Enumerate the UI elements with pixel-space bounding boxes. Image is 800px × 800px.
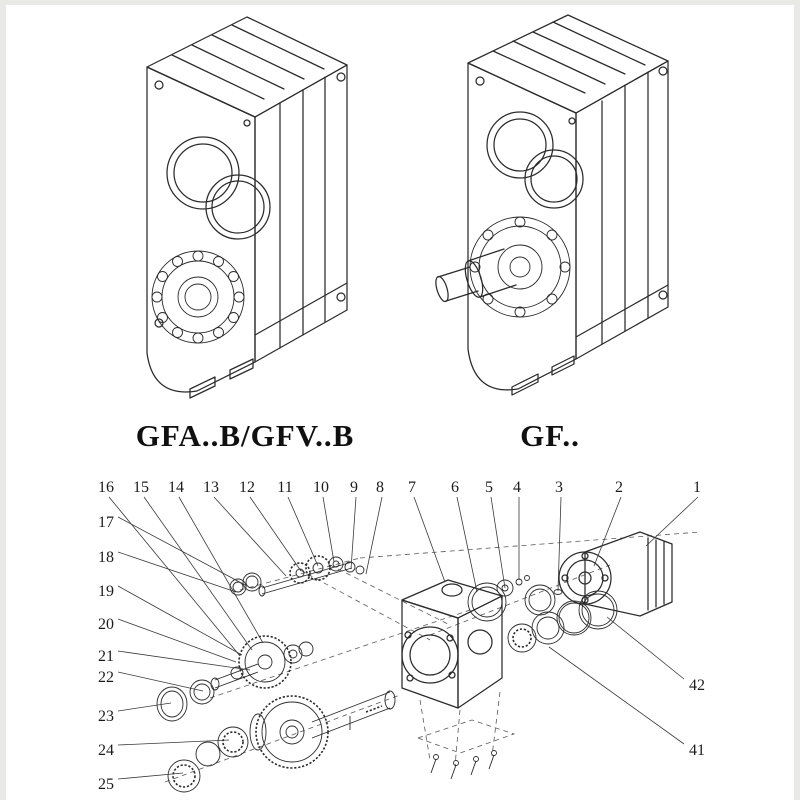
- callout-7: 7: [408, 479, 416, 496]
- callout-6: 6: [451, 479, 459, 496]
- callout-17: 17: [98, 514, 114, 531]
- callouts-top: 16 15 14 13 12 11 10 9 8 7 6 5 4 3 2 1: [98, 479, 701, 496]
- exploded-housing: [401, 579, 503, 709]
- callout-25: 25: [98, 776, 114, 793]
- output-shaft: [435, 248, 517, 303]
- page-edge-left: [0, 0, 6, 800]
- output-flange: [469, 216, 571, 318]
- callout-41: 41: [689, 742, 705, 759]
- callout-2: 2: [615, 479, 623, 496]
- housing-left: [146, 16, 348, 399]
- gearbox-right-svg: [435, 14, 669, 396]
- callout-1: 1: [693, 479, 701, 496]
- callout-15: 15: [133, 479, 149, 496]
- callout-18: 18: [98, 549, 114, 566]
- callout-23: 23: [98, 708, 114, 725]
- callout-3: 3: [555, 479, 563, 496]
- gearbox-left-drawing: [95, 5, 395, 400]
- input-shaft-assembly: [229, 555, 365, 597]
- callout-9: 9: [350, 479, 358, 496]
- callouts-left: 17 18 19 20 21 22 23 24 25: [98, 514, 114, 793]
- callout-5: 5: [485, 479, 493, 496]
- bores-left: [154, 72, 346, 328]
- intermediate-gear-cluster: [156, 635, 314, 722]
- callout-13: 13: [203, 479, 219, 496]
- page-edge-right: [794, 0, 800, 800]
- gearbox-right-drawing: [420, 5, 720, 400]
- model-label-left: GFA..B/GFV..B: [135, 418, 355, 453]
- callout-10: 10: [313, 479, 329, 496]
- bearing-ring-set: [467, 575, 618, 653]
- exploded-view-svg: 16 15 14 13 12 11 10 9 8 7 6 5 4 3 2 1 1…: [98, 479, 705, 793]
- callout-14: 14: [168, 479, 184, 496]
- cover-plate-and-bolts: [416, 719, 516, 780]
- callouts-right: 42 41: [689, 677, 705, 759]
- bottom-bearing-left: [151, 250, 245, 344]
- callout-24: 24: [98, 742, 114, 759]
- callout-20: 20: [98, 616, 114, 633]
- model-label-right: GF..: [520, 418, 580, 453]
- gearbox-left-svg: [146, 16, 348, 399]
- callout-4: 4: [513, 479, 521, 496]
- callout-8: 8: [376, 479, 384, 496]
- exploded-view: 16 15 14 13 12 11 10 9 8 7 6 5 4 3 2 1 1…: [0, 470, 800, 800]
- callout-11: 11: [277, 479, 292, 496]
- page-edge-top: [0, 0, 800, 5]
- callout-16: 16: [98, 479, 114, 496]
- bores-right: [475, 66, 668, 300]
- motor-unit: [558, 531, 673, 617]
- axis-lines: [164, 531, 701, 783]
- leader-lines: [108, 496, 699, 780]
- callout-19: 19: [98, 583, 114, 600]
- callout-42: 42: [689, 677, 705, 694]
- callout-12: 12: [239, 479, 255, 496]
- output-gear-assembly: [167, 690, 396, 793]
- callout-21: 21: [98, 648, 114, 665]
- housing-right: [467, 14, 669, 396]
- callout-22: 22: [98, 669, 114, 686]
